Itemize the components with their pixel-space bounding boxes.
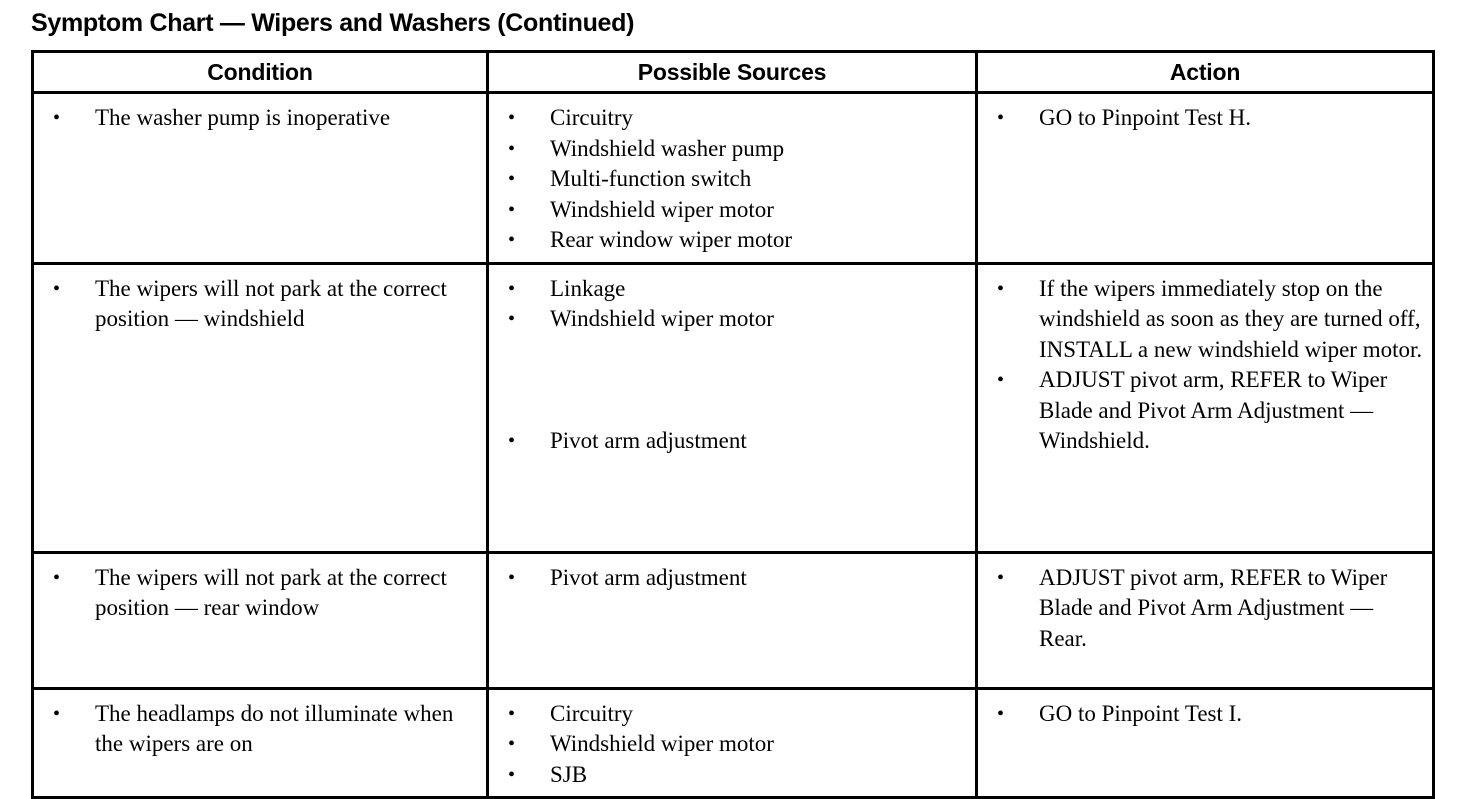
sources-bullet-list: • Pivot arm adjustment [489, 554, 975, 600]
list-item: • ADJUST pivot arm, REFER to Wiper Blade… [997, 564, 1388, 651]
cell-action: • ADJUST pivot arm, REFER to Wiper Blade… [975, 550, 1435, 690]
action-bullet-list: • If the wipers immediately stop on the … [978, 265, 1432, 463]
cell-possible-sources: • Linkage • Windshield wiper motor • Piv… [486, 261, 978, 554]
action-bullet-list: • GO to Pinpoint Test H. [978, 94, 1432, 140]
list-item: • Windshield wiper motor [489, 195, 969, 226]
condition-bullet-list: • The washer pump is inoperative [34, 94, 486, 140]
cell-condition: • The wipers will not park at the correc… [31, 550, 489, 690]
bullet-icon: • [53, 277, 61, 300]
bullet-icon: • [508, 198, 516, 221]
column-header-action: Action [975, 50, 1435, 94]
condition-bullet-list: • The wipers will not park at the correc… [34, 554, 486, 630]
list-item: • The washer pump is inoperative [34, 103, 480, 134]
cell-action: • GO to Pinpoint Test I. [975, 686, 1435, 799]
list-item: • Circuitry [489, 103, 969, 134]
sources-bullet-list: • Circuitry • Windshield wiper motor • S… [489, 690, 975, 797]
column-header-condition: Condition [31, 50, 489, 94]
table-row: • The wipers will not park at the correc… [31, 550, 1435, 690]
condition-bullet-list: • The wipers will not park at the correc… [34, 265, 486, 341]
bullet-icon: • [508, 308, 516, 330]
cell-action: • GO to Pinpoint Test H. [975, 91, 1435, 265]
bullet-icon: • [508, 429, 516, 452]
table-row: • The washer pump is inoperative • Circu… [31, 91, 1435, 265]
bullet-icon: • [53, 107, 61, 129]
bullet-icon: • [508, 702, 516, 725]
list-item: • Windshield wiper motor [489, 729, 969, 760]
cell-possible-sources: • Circuitry • Windshield washer pump • M… [486, 91, 978, 265]
list-item: • SJB [489, 760, 969, 791]
bullet-icon: • [997, 107, 1005, 129]
table-row: • The wipers will not park at the correc… [31, 261, 1435, 554]
list-item: • GO to Pinpoint Test H. [978, 103, 1426, 134]
bullet-icon: • [53, 702, 61, 725]
list-item: • The wipers will not park at the correc… [53, 275, 447, 332]
bullet-icon: • [508, 229, 516, 251]
bullet-icon: • [508, 277, 516, 300]
cell-action: • If the wipers immediately stop on the … [975, 261, 1435, 554]
column-header-possible-sources: Possible Sources [486, 50, 978, 94]
list-item: • Windshield washer pump [489, 134, 969, 165]
cell-condition: • The washer pump is inoperative [31, 91, 489, 265]
list-item: • Circuitry [489, 699, 969, 730]
symptom-chart-table: Condition Possible Sources Action • The … [31, 50, 1435, 799]
cell-possible-sources: • Circuitry • Windshield wiper motor • S… [486, 686, 978, 799]
action-bullet-list: • GO to Pinpoint Test I. [978, 690, 1432, 736]
sources-bullet-list: • Linkage • Windshield wiper motor • Piv… [489, 265, 975, 463]
list-item: • If the wipers immediately stop on the … [997, 275, 1423, 362]
bullet-icon: • [997, 277, 1005, 300]
list-item: • Windshield wiper motor [489, 304, 969, 335]
vertical-spacer [489, 335, 969, 426]
cell-condition: • The wipers will not park at the correc… [31, 261, 489, 554]
action-bullet-list: • ADJUST pivot arm, REFER to Wiper Blade… [978, 554, 1432, 661]
table-row: • The headlamps do not illuminate when t… [31, 686, 1435, 799]
list-item: • Pivot arm adjustment [489, 563, 969, 594]
list-item: • Linkage [489, 274, 969, 305]
cell-possible-sources: • Pivot arm adjustment [486, 550, 978, 690]
list-item: • The headlamps do not illuminate when t… [53, 700, 454, 757]
bullet-icon: • [508, 566, 516, 589]
bullet-icon: • [997, 566, 1005, 589]
bullet-icon: • [53, 566, 61, 589]
bullet-icon: • [997, 369, 1005, 391]
list-item: • Rear window wiper motor [489, 225, 969, 256]
bullet-icon: • [508, 107, 516, 129]
bullet-icon: • [997, 702, 1005, 725]
list-item: • Multi-function switch [489, 164, 969, 195]
page-title: Symptom Chart — Wipers and Washers (Cont… [31, 9, 635, 37]
bullet-icon: • [508, 763, 516, 786]
cell-condition: • The headlamps do not illuminate when t… [31, 686, 489, 799]
list-item: • Pivot arm adjustment [489, 426, 969, 457]
condition-bullet-list: • The headlamps do not illuminate when t… [34, 690, 486, 766]
sources-bullet-list: • Circuitry • Windshield washer pump • M… [489, 94, 975, 262]
list-item: • GO to Pinpoint Test I. [978, 699, 1426, 730]
table-header-row: Condition Possible Sources Action [31, 50, 1435, 94]
list-item: • The wipers will not park at the correc… [53, 564, 447, 621]
list-item: • ADJUST pivot arm, REFER to Wiper Blade… [997, 367, 1388, 453]
bullet-icon: • [508, 168, 516, 190]
bullet-icon: • [508, 137, 516, 160]
bullet-icon: • [508, 733, 516, 755]
